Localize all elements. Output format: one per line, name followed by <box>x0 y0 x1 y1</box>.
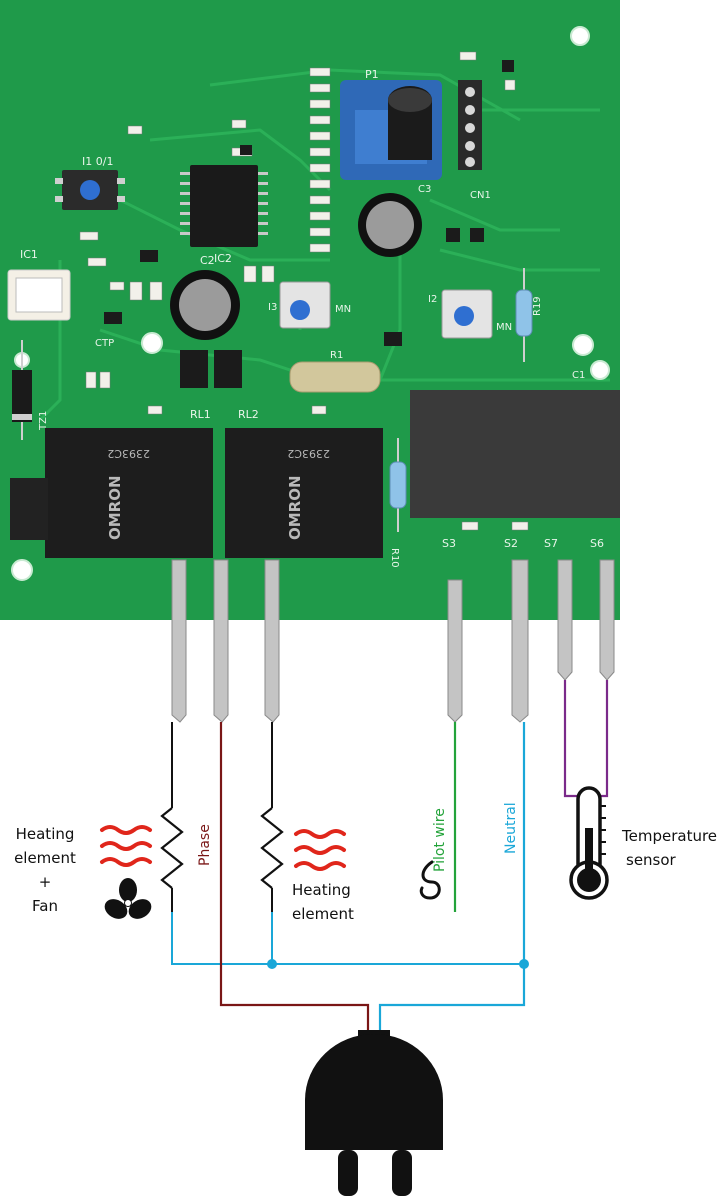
heat-waves-icon <box>100 825 152 867</box>
terminal-s6 <box>599 559 615 681</box>
heating-line1: Heating <box>292 881 351 899</box>
temp-line2: sensor <box>626 851 676 869</box>
rl1-brand: OMRON <box>106 475 124 540</box>
rl1-label: RL1 <box>190 408 211 421</box>
r19-label: R19 <box>532 296 543 316</box>
temperature-sensor-label: Temperature sensor <box>622 824 717 872</box>
potentiometer-p1: P1 <box>340 68 442 180</box>
terminal-rl1 <box>171 559 187 723</box>
triac-heatsink <box>410 390 620 518</box>
relay-rl1: RL1 OMRON 2393C2 <box>10 408 213 558</box>
wiring <box>160 680 609 1042</box>
c1-label: C1 <box>572 370 585 381</box>
s6-label: S6 <box>590 537 604 550</box>
capacitor-c2: C2 <box>170 254 240 340</box>
connector-cn1: CN1 <box>458 80 491 201</box>
resistor-r10: R10 <box>389 438 407 568</box>
wire-sensor <box>563 680 609 798</box>
thermometer-icon <box>569 786 609 900</box>
diode-tz1: TZ1 <box>12 340 49 440</box>
ic1-label: IC1 <box>20 248 38 261</box>
tz1-label: TZ1 <box>38 411 49 431</box>
heating-element-label: Heating element <box>292 878 354 926</box>
resistor-symbol-icon <box>260 807 284 889</box>
cn1-label: CN1 <box>470 190 491 201</box>
heating-fan-label: Heating element + Fan <box>2 822 88 918</box>
temp-line1: Temperature <box>622 827 718 845</box>
c3-label: C3 <box>418 184 431 195</box>
mn-label-1: MN <box>335 304 351 315</box>
spade-terminals <box>171 559 615 723</box>
heating-fan-line2: element <box>14 849 76 867</box>
ac-wave-icon <box>419 860 441 900</box>
relay-rl2: RL2 OMRON 2393C2 <box>225 408 383 558</box>
pilot-wire-label: Pilot wire <box>432 808 448 872</box>
power-button-i1: I1 0/1 <box>55 155 125 210</box>
pcb-board: IC1 I1 0/1 IC2 <box>0 0 620 620</box>
resistor-r19: R19 <box>515 268 543 362</box>
r10-label: R10 <box>389 548 400 568</box>
terminal-s3 <box>447 579 463 723</box>
resistor-symbol-icon <box>160 807 184 889</box>
p1-label: P1 <box>365 68 379 81</box>
s2-label: S2 <box>504 537 518 550</box>
capacitor-c3: C3 <box>358 184 431 257</box>
rl2-code: 2393C2 <box>287 447 330 460</box>
rl1-code: 2393C2 <box>107 447 150 460</box>
junction-dot-1 <box>267 959 277 969</box>
wire-neutral-bus <box>171 912 524 965</box>
ic1-optocoupler: IC1 <box>7 248 71 321</box>
heat-waves-icon <box>294 829 346 871</box>
button-i1-label: I1 0/1 <box>82 155 113 168</box>
heating-line2: element <box>292 905 354 923</box>
mn-label-2: MN <box>496 322 512 333</box>
rl2-label: RL2 <box>238 408 259 421</box>
ic2-chip: IC2 <box>180 165 268 265</box>
junction-dot-2 <box>519 959 529 969</box>
heating-fan-line1: Heating <box>15 825 75 843</box>
terminal-phase <box>213 559 229 723</box>
power-plug-icon <box>305 1030 443 1196</box>
button-i3-label: I3 <box>268 302 277 313</box>
wire-neutral <box>378 722 526 1042</box>
c2-label: C2 <box>200 254 215 267</box>
resistor-r1: R1 <box>289 350 381 393</box>
s7-label: S7 <box>544 537 558 550</box>
wire-phase <box>219 722 370 1042</box>
mode-button-i3: I3 MN <box>268 281 351 329</box>
button-i2-label: I2 <box>428 294 437 305</box>
fan-icon <box>104 878 152 919</box>
mode-button-i2: I2 MN <box>428 289 512 339</box>
ic2-label: IC2 <box>214 252 232 265</box>
r1-label: R1 <box>330 350 343 361</box>
phase-label: Phase <box>197 824 213 866</box>
heating-fan-line4: Fan <box>32 897 58 915</box>
terminal-s2 <box>511 559 529 723</box>
heating-fan-line3: + <box>38 873 52 891</box>
terminal-s7 <box>557 559 573 681</box>
terminal-rl2 <box>264 559 280 723</box>
mounting-holes <box>11 26 610 581</box>
smd-resistor-array <box>79 51 529 531</box>
ctp-label: CTP <box>95 338 114 349</box>
rl2-brand: OMRON <box>286 475 304 540</box>
s3-label: S3 <box>442 537 456 550</box>
small-semiconductors <box>104 60 514 388</box>
neutral-label: Neutral <box>503 802 519 854</box>
